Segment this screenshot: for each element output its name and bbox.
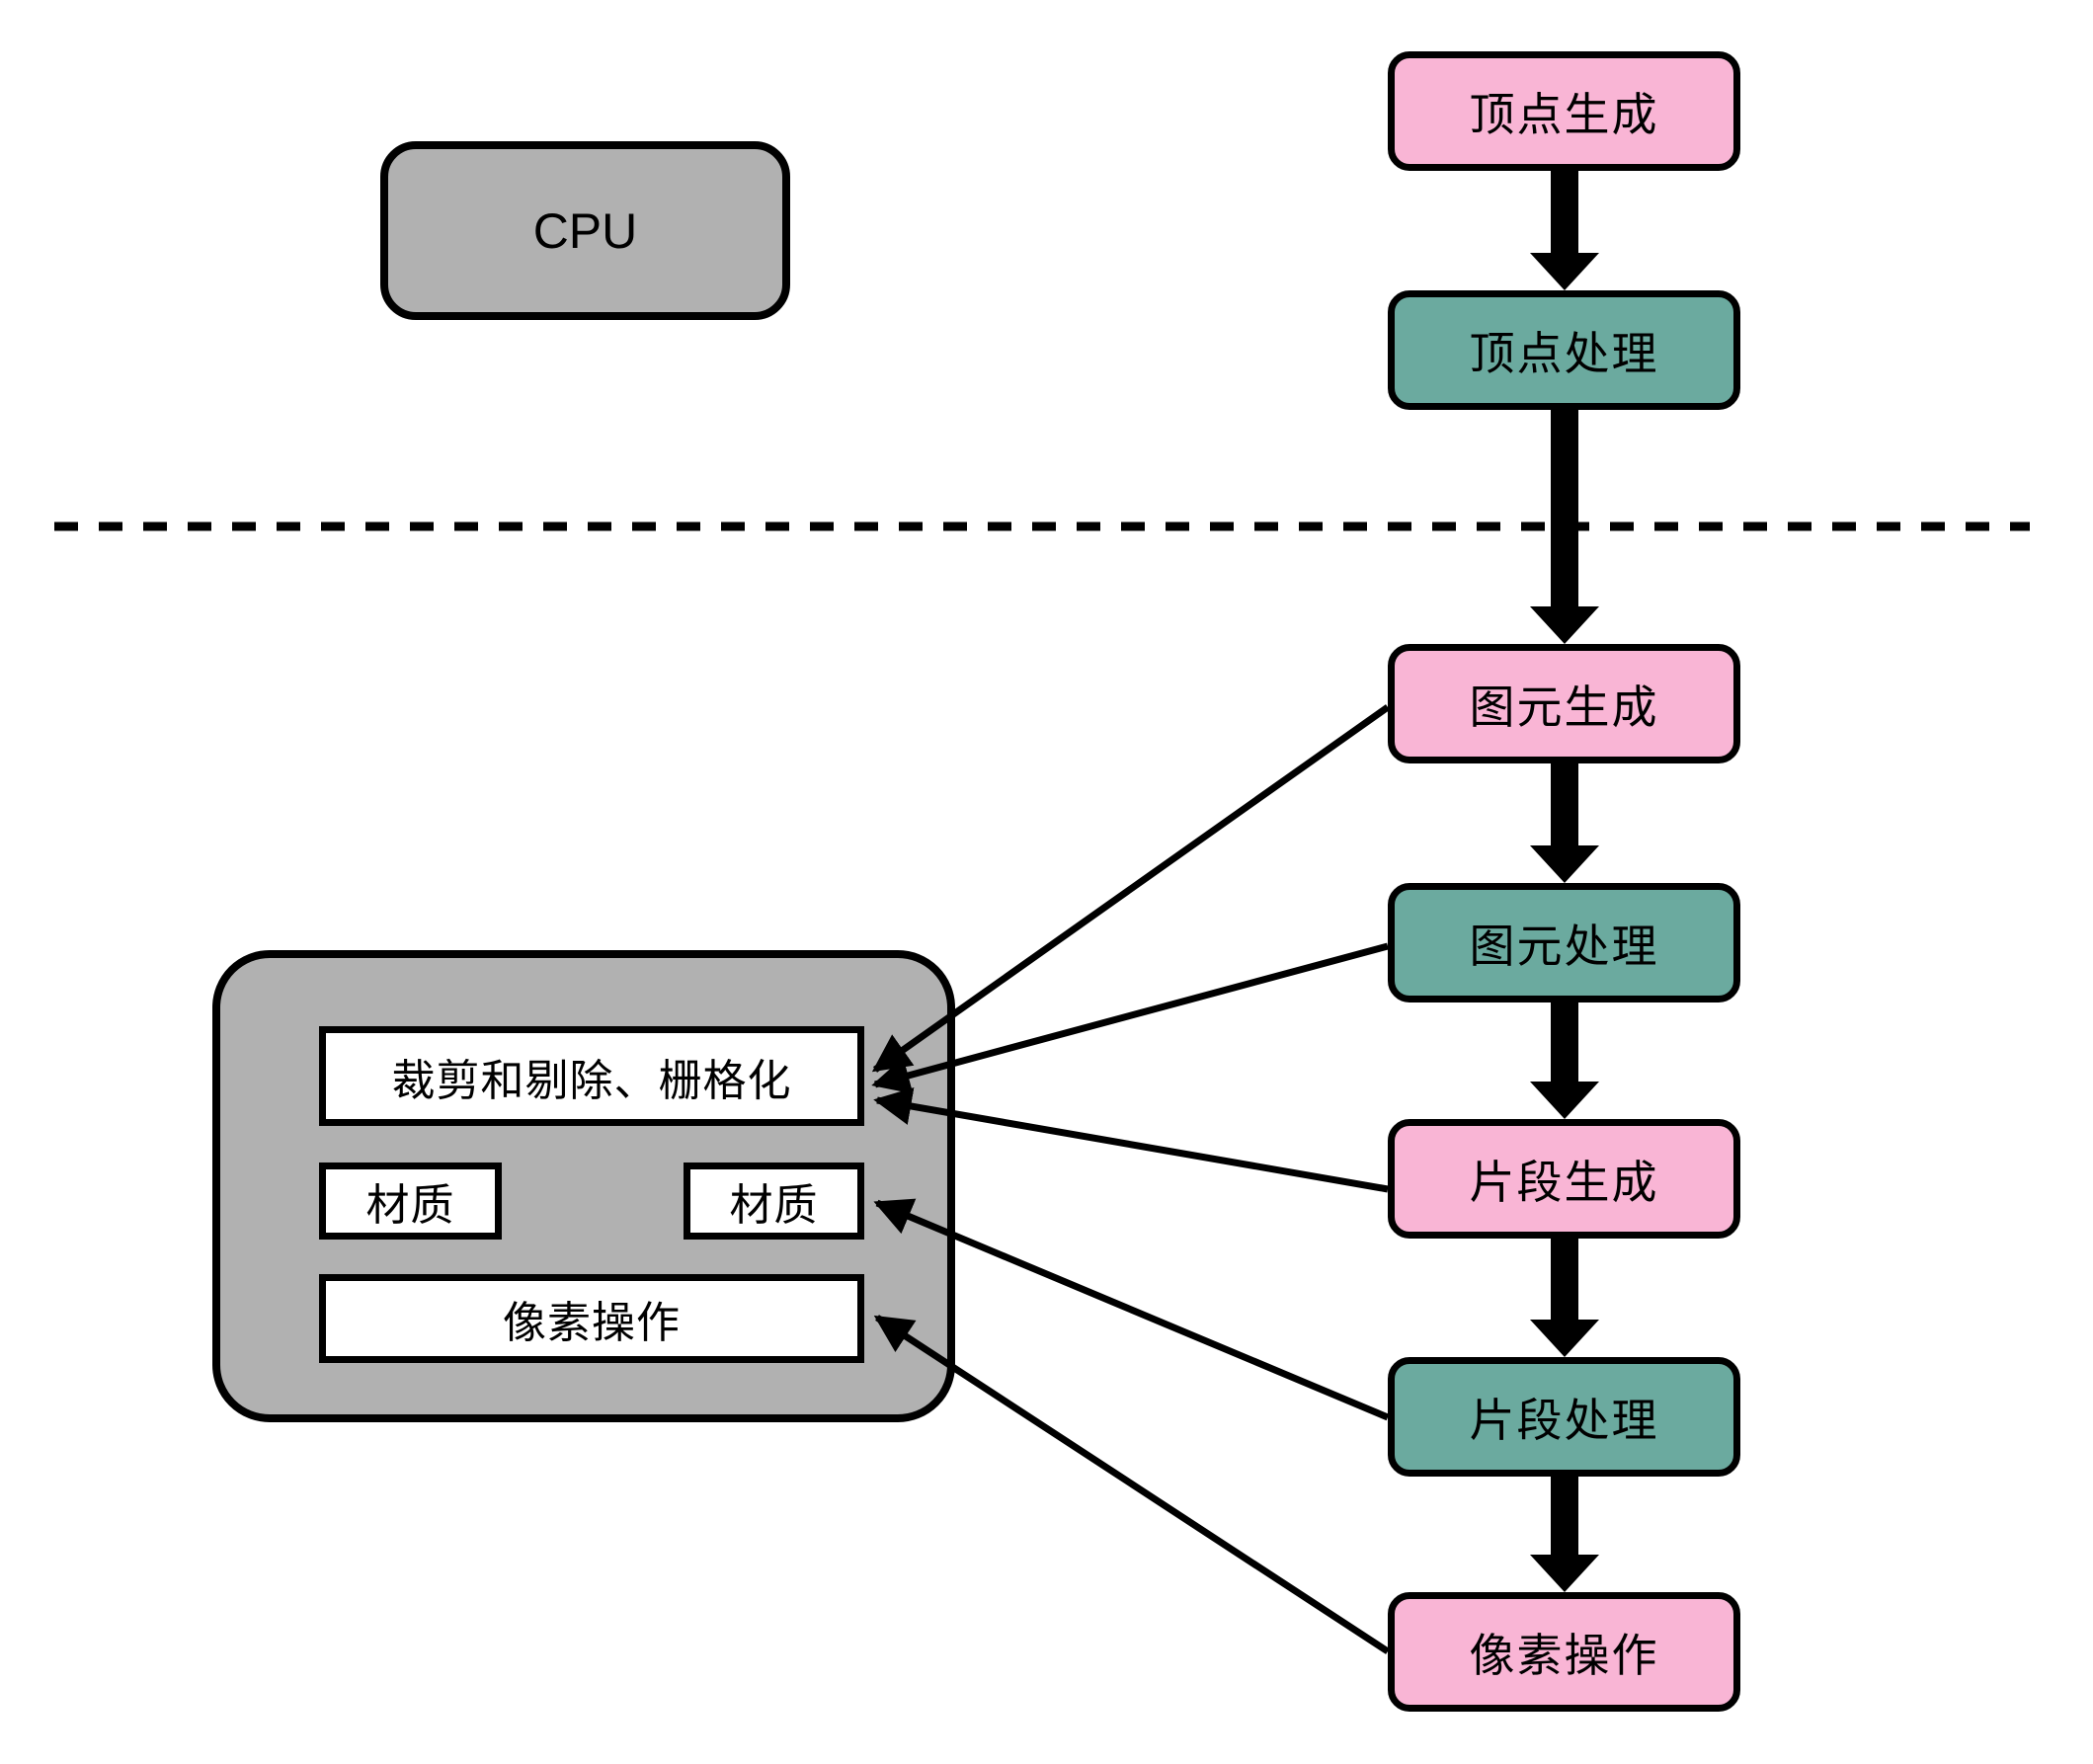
flow-arrow-fragproc-to-pixelops <box>1530 1477 1599 1592</box>
gpu-subbox-texture-right: 材质 <box>684 1163 864 1240</box>
stage-primitive-processing: 图元处理 <box>1388 883 1740 1002</box>
connector-pixelops-to-pixelops <box>873 1315 1390 1654</box>
gpu-subbox-clip-cull-rasterize: 裁剪和剔除、栅格化 <box>319 1026 864 1126</box>
flow-arrow-vertexgen-to-vertexproc <box>1530 171 1599 290</box>
flow-arrow-primproc-to-fraggen <box>1530 1002 1599 1119</box>
gpu-subbox-pixel-ops: 像素操作 <box>319 1274 864 1363</box>
connector-fraggen-to-clip <box>873 1086 1389 1193</box>
stage-label: 顶点处理 <box>1469 327 1659 379</box>
flow-arrow-fraggen-to-fragproc <box>1530 1239 1599 1357</box>
stage-fragment-processing: 片段处理 <box>1388 1357 1740 1477</box>
gpu-subbox-texture-left: 材质 <box>319 1163 502 1240</box>
stage-pixel-operations: 像素操作 <box>1388 1592 1740 1712</box>
gpu-subbox-label: 像素操作 <box>503 1299 681 1347</box>
connector-fragproc-to-texture <box>873 1198 1390 1421</box>
flow-arrow-vertexproc-to-primgen <box>1530 410 1599 644</box>
connector-primproc-to-clip <box>871 942 1389 1094</box>
gpu-subbox-label: 材质 <box>729 1181 819 1230</box>
stage-vertex-generation: 顶点生成 <box>1388 51 1740 171</box>
stage-label: 图元处理 <box>1469 920 1659 972</box>
gpu-subbox-label: 材质 <box>365 1181 455 1230</box>
stage-label: 片段生成 <box>1469 1156 1659 1208</box>
flow-arrow-primgen-to-primproc <box>1530 763 1599 883</box>
stage-vertex-processing: 顶点处理 <box>1388 290 1740 410</box>
stage-label: 图元生成 <box>1469 681 1659 733</box>
gpu-subbox-label: 裁剪和剔除、栅格化 <box>391 1056 792 1105</box>
connector-primgen-to-clip <box>871 704 1391 1073</box>
stage-label: 片段处理 <box>1469 1394 1659 1446</box>
stage-label: 像素操作 <box>1469 1629 1659 1681</box>
stage-fragment-generation: 片段生成 <box>1388 1119 1740 1239</box>
cpu-box: CPU <box>380 141 790 320</box>
cpu-label: CPU <box>532 202 638 259</box>
stage-label: 顶点生成 <box>1469 88 1659 140</box>
stage-primitive-generation: 图元生成 <box>1388 644 1740 763</box>
